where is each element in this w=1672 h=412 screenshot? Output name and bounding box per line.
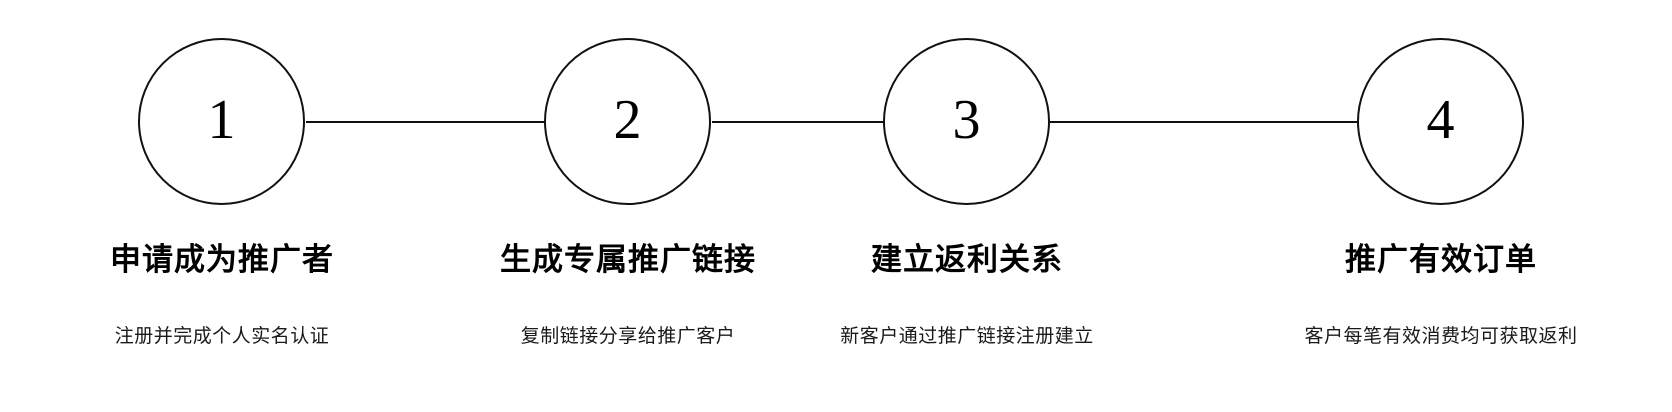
step-1[interactable]: 1 申请成为推广者 注册并完成个人实名认证: [12, 0, 432, 412]
step-4-circle[interactable]: 4: [1357, 38, 1524, 205]
step-4-description: 客户每笔有效消费均可获取返利: [1304, 326, 1578, 347]
step-2-description: 复制链接分享给推广客户: [520, 326, 736, 347]
step-1-description: 注册并完成个人实名认证: [114, 326, 330, 347]
step-4[interactable]: 4 推广有效订单 客户每笔有效消费均可获取返利: [1231, 0, 1651, 412]
step-2-number: 2: [613, 88, 642, 151]
step-3-number: 3: [952, 88, 981, 151]
step-3-title: 建立返利关系: [871, 242, 1063, 277]
step-2[interactable]: 2 生成专属推广链接 复制链接分享给推广客户: [418, 0, 838, 412]
step-4-title: 推广有效订单: [1345, 242, 1537, 277]
step-2-circle[interactable]: 2: [544, 38, 711, 205]
step-1-title: 申请成为推广者: [110, 242, 334, 277]
step-1-circle[interactable]: 1: [138, 38, 305, 205]
step-1-number: 1: [207, 88, 236, 151]
step-3-description: 新客户通过推广链接注册建立: [840, 326, 1094, 347]
step-4-number: 4: [1426, 88, 1455, 151]
step-2-title: 生成专属推广链接: [500, 242, 756, 277]
step-3-circle[interactable]: 3: [883, 38, 1050, 205]
step-3[interactable]: 3 建立返利关系 新客户通过推广链接注册建立: [757, 0, 1177, 412]
